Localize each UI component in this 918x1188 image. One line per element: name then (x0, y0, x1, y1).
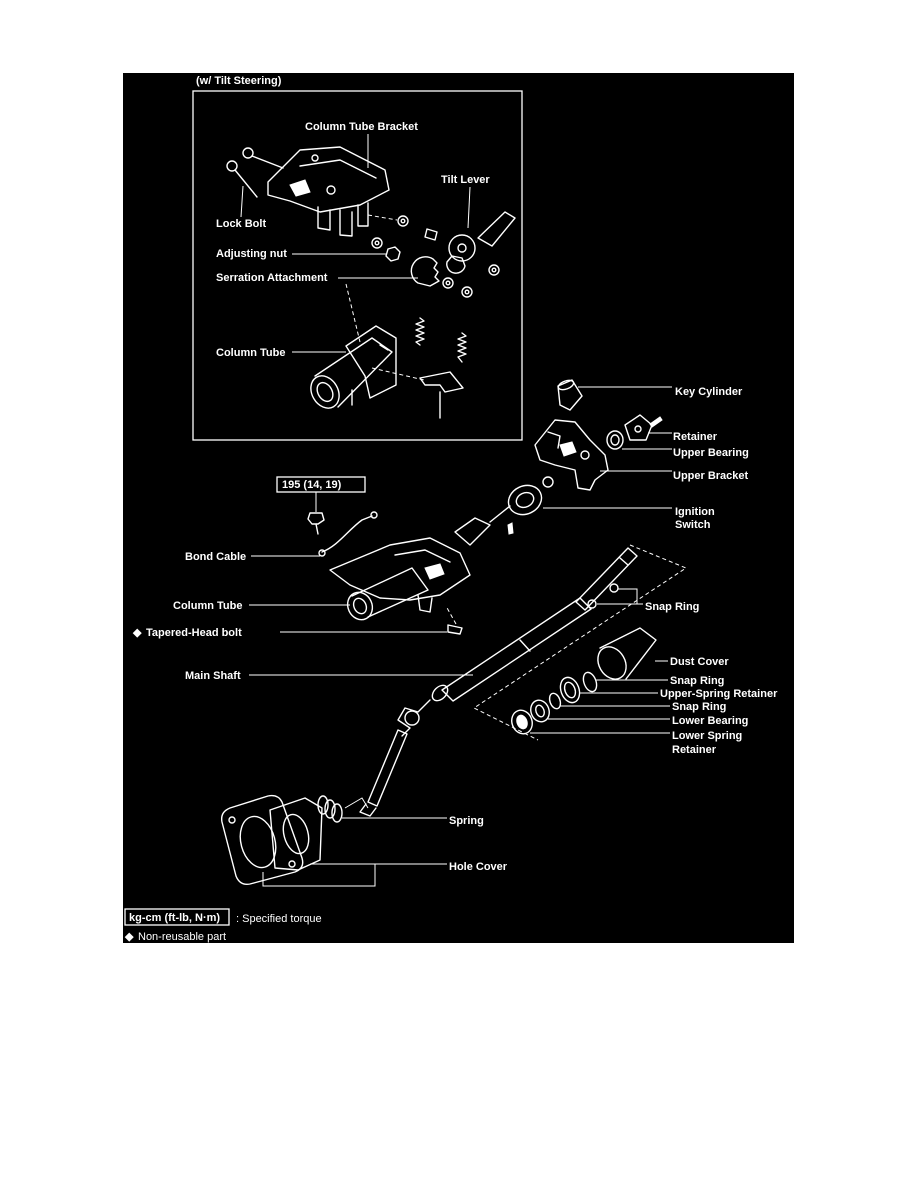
adjusting-nut-part (385, 246, 401, 262)
label-serration-attachment: Serration Attachment (216, 272, 328, 284)
label-upper-bracket: Upper Bracket (673, 470, 749, 482)
tilt-springs (415, 317, 467, 363)
label-lower-spring-retainer-line1: Lower Spring (672, 730, 742, 742)
dust-cover-part (597, 627, 657, 680)
column-tube-part (329, 537, 471, 621)
label-upper-bearing: Upper Bearing (673, 447, 749, 459)
leader-tilt-lever (467, 186, 471, 229)
label-tilt-lever: Tilt Lever (441, 174, 490, 186)
washers-and-nuts (367, 214, 500, 298)
label-bond-cable: Bond Cable (185, 551, 246, 563)
label-tapered-head-bolt: Tapered-Head bolt (146, 627, 242, 639)
sub-assembly-dashed-outline (473, 544, 688, 741)
nonreusable-marker: ◆ (132, 627, 142, 639)
legend-nonreusable-symbol: ◆ (124, 931, 134, 943)
lower-bearing-part (530, 699, 550, 723)
label-spring: Spring (449, 815, 484, 827)
legend-nonreusable-description: Non-reusable part (138, 931, 226, 943)
label-retainer: Retainer (673, 431, 718, 443)
label-lower-bearing: Lower Bearing (672, 715, 748, 727)
hole-cover-part (220, 794, 323, 886)
label-snap-ring-2: Snap Ring (672, 701, 726, 713)
label-key-cylinder: Key Cylinder (675, 386, 743, 398)
tilt-lever-part (446, 211, 516, 274)
main-shaft-part (359, 547, 638, 817)
hole-cover-bracket (262, 864, 376, 887)
leader-lock-bolt (240, 185, 244, 218)
label-snap-ring-upper: Snap Ring (645, 601, 699, 613)
legend-torque-description: : Specified torque (236, 913, 322, 925)
column-tube-bracket-part (267, 146, 390, 237)
torque-spec-value: 195 (14, 19) (282, 479, 342, 491)
column-tube-tilt-part (310, 325, 397, 409)
tilt-steering-inset-frame (192, 90, 523, 441)
label-adjusting-nut: Adjusting nut (216, 248, 287, 260)
label-lower-spring-retainer-line2: Retainer (672, 744, 717, 756)
ignition-switch-part (454, 476, 554, 546)
label-upper-spring-retainer: Upper-Spring Retainer (660, 688, 778, 700)
snap-ring-upper-part (587, 583, 638, 609)
diagram-variant-title: (w/ Tilt Steering) (196, 75, 282, 87)
label-ignition-switch-line2: Switch (675, 519, 711, 531)
label-column-tube-tilt: Column Tube (216, 347, 285, 359)
legend-torque-unit: kg-cm (ft-lb, N·m) (129, 912, 220, 924)
legend-torque-unit-box (124, 908, 230, 926)
upper-bearing-part (606, 430, 624, 450)
snap-ring-1-part (582, 671, 598, 693)
label-snap-ring-1: Snap Ring (670, 675, 724, 687)
label-column-tube-bracket: Column Tube Bracket (305, 121, 418, 133)
label-column-tube: Column Tube (173, 600, 242, 612)
bond-cable-part (318, 511, 378, 557)
label-hole-cover: Hole Cover (449, 861, 508, 873)
label-main-shaft: Main Shaft (185, 670, 241, 682)
column-bracket-bolt-part (307, 512, 325, 535)
key-cylinder-part (557, 379, 583, 411)
upper-bracket-part (534, 419, 609, 491)
label-dust-cover: Dust Cover (670, 656, 729, 668)
upper-spring-retainer-part (559, 676, 581, 704)
snap-ring-2-part (548, 692, 562, 710)
serration-attachment-part (410, 256, 440, 287)
tilt-lock-lever-part (371, 367, 464, 419)
lower-spring-retainer-part (511, 709, 533, 735)
label-lock-bolt: Lock Bolt (216, 218, 266, 230)
spring-part (317, 795, 369, 823)
tapered-head-bolt-part (445, 605, 463, 635)
lock-bolt-part (226, 147, 284, 198)
label-ignition-switch-line1: Ignition (675, 506, 715, 518)
diagram-background (123, 73, 794, 943)
assembly-dashed-line (345, 283, 361, 343)
torque-spec-box (276, 476, 366, 493)
